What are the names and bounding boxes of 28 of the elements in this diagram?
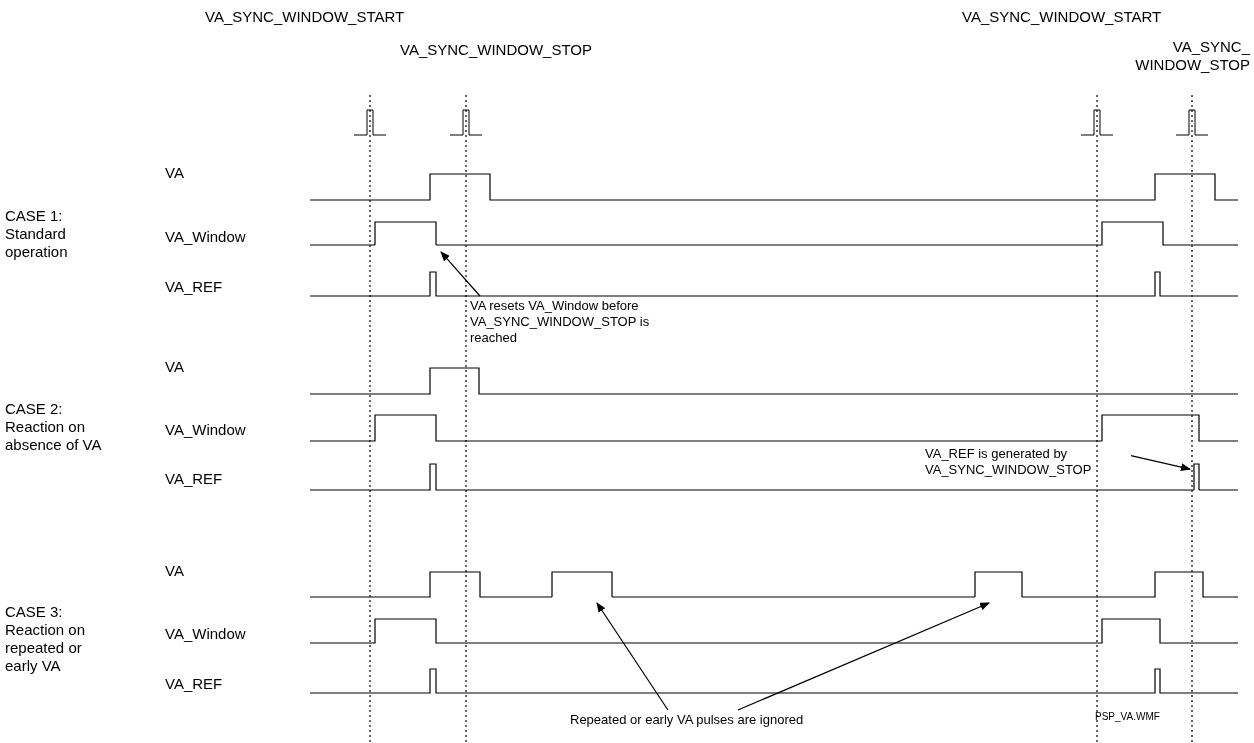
annotation-text: VA resets VA_Window before VA_SYNC_WINDOW_STOP is reached	[470, 298, 670, 346]
signal-label: VA	[165, 562, 184, 580]
signal-label: VA_REF	[165, 675, 223, 693]
marker-label: VA_SYNC_WINDOW_STOP	[400, 41, 592, 59]
signal-label: VA_REF	[165, 470, 223, 488]
annotation-text: VA_REF is generated by VA_SYNC_WINDOW_STOP	[925, 446, 1125, 478]
file-name-label: PSP_VA.WMF	[1095, 710, 1160, 724]
signal-label: VA_Window	[165, 421, 246, 439]
signal-pulse	[1193, 463, 1200, 491]
leader-arrow	[596, 602, 669, 711]
signal-label: VA_REF	[165, 278, 223, 296]
signal-label: VA	[165, 358, 184, 376]
signal-pulse	[974, 571, 1023, 598]
case-label: CASE 1: Standard operation	[5, 207, 69, 261]
annotation-text: Repeated or early VA pulses are ignored	[570, 712, 804, 728]
marker-label: VA_SYNC_WINDOW_START	[205, 8, 405, 26]
signal-label: VA_Window	[165, 625, 246, 643]
case-label: CASE 3: Reaction on repeated or early VA	[5, 603, 87, 675]
leader-arrow	[440, 251, 481, 297]
signal-label: VA	[165, 164, 184, 182]
signal-pulse	[551, 571, 613, 598]
case-label: CASE 2: Reaction on absence of VA	[5, 400, 103, 454]
marker-label: VA_SYNC_WINDOW_START	[962, 8, 1162, 26]
signal-pulse	[374, 221, 437, 246]
marker-label: VA_SYNC_ WINDOW_STOP	[1134, 38, 1250, 74]
leader-arrow	[737, 602, 990, 711]
signal-label: VA_Window	[165, 228, 246, 246]
leader-arrow	[1130, 455, 1191, 472]
